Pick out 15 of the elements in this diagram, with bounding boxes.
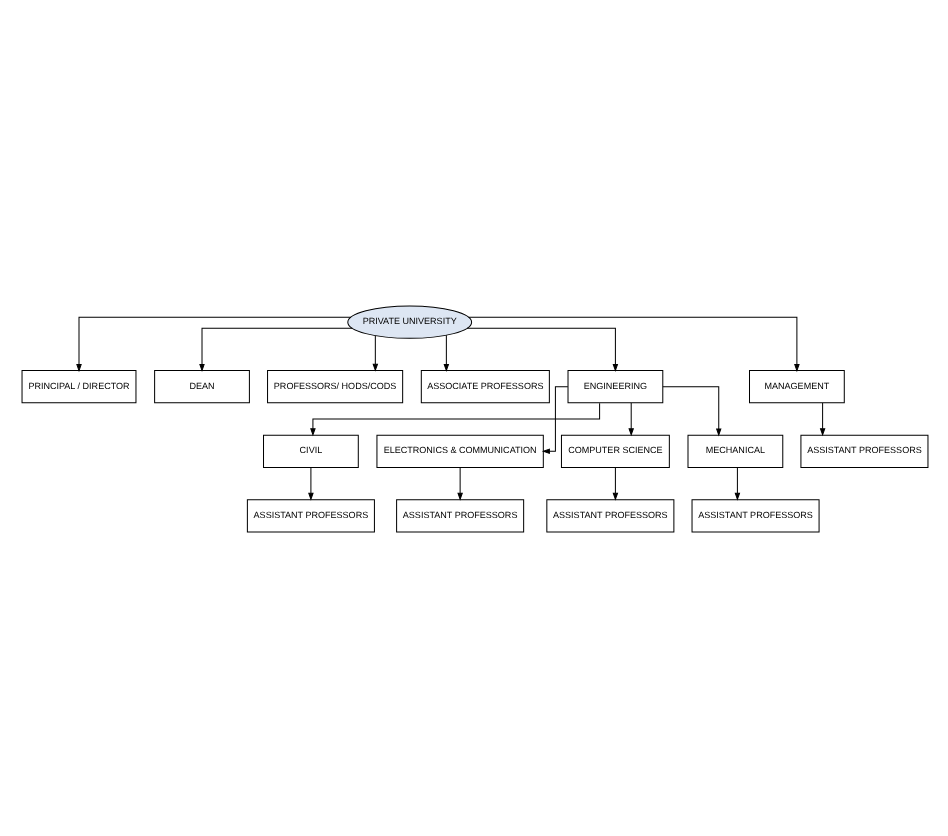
- arrow: [467, 315, 799, 372]
- arrow: [75, 315, 351, 372]
- arrow: [465, 326, 618, 371]
- arrow: [442, 333, 449, 372]
- arrow: [611, 466, 618, 500]
- arrow: [661, 385, 721, 436]
- arrow: [456, 466, 462, 500]
- arrow: [371, 334, 378, 371]
- arrow: [733, 466, 740, 500]
- arrow: [540, 385, 568, 454]
- arrow: [198, 326, 352, 371]
- arrow: [309, 401, 600, 436]
- arrow: [307, 466, 313, 500]
- arrow: [627, 401, 634, 436]
- arrow: [818, 401, 825, 436]
